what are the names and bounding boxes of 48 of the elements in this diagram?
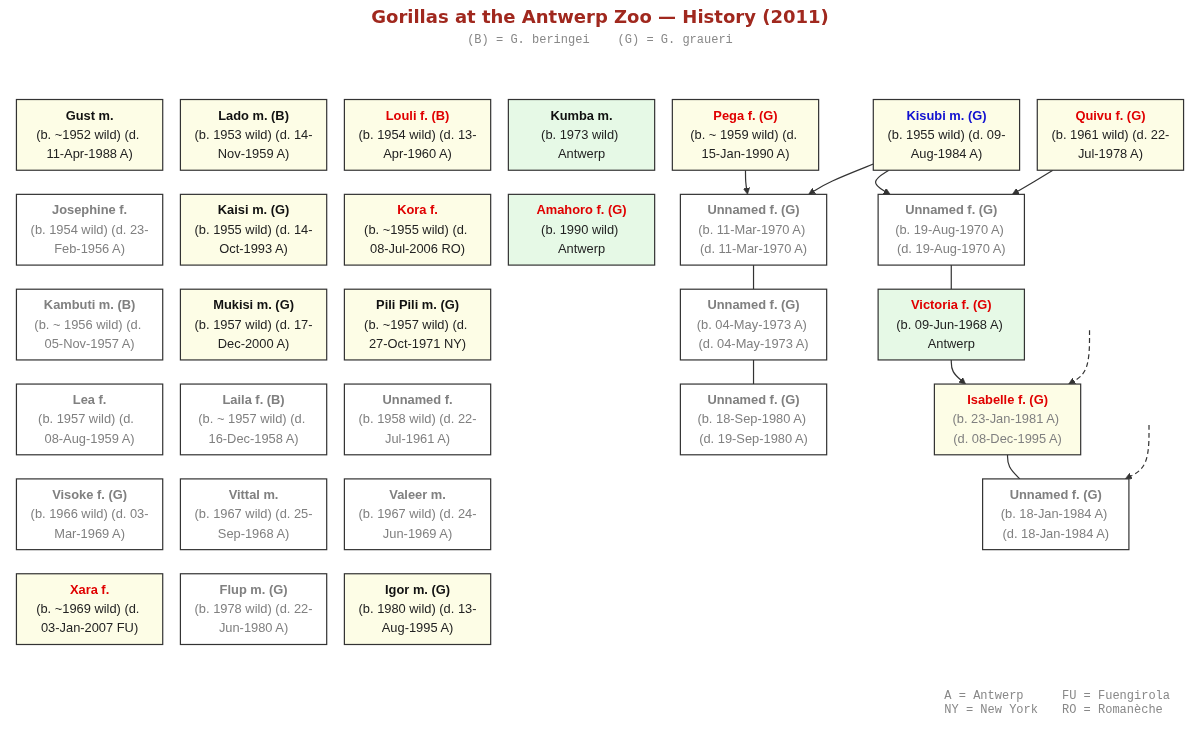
node-box: Pega f. (G) (b. ~ 1959 wild) (d. 15-Jan-1990 A) — [671, 98, 820, 171]
node-box: Flup m. (G) (b. 1978 wild) (d. 22-Jun-1980 A) — [179, 573, 328, 646]
connector — [1006, 454, 1021, 480]
arrow — [1125, 424, 1150, 480]
node-box: Laila f. (B) (b. ~ 1957 wild) (d. 16-Dec-1958 A) — [179, 383, 328, 456]
node-box: Unnamed f. (G) (b. 18-Sep-1980 A) (d. 19-Sep-1980 A) — [679, 383, 828, 456]
note: FU = Fuengirola — [1061, 689, 1170, 703]
arrow — [1012, 169, 1054, 195]
arrow — [742, 169, 750, 195]
node-box: Valeer m. (b. 1967 wild) (d. 24-Jun-1969 A) — [343, 478, 492, 551]
node-box: Josephine f. (b. 1954 wild) (d. 23-Feb-1956 A) — [15, 193, 164, 266]
node-box: Gust m. (b. ~1952 wild) (d. 11-Apr-1988 A) — [15, 98, 164, 171]
connector — [950, 264, 952, 290]
note: RO = Romanèche — [1061, 703, 1164, 717]
node-box: Lea f. (b. 1957 wild) (d. 08-Aug-1959 A) — [15, 383, 164, 456]
arrow — [1068, 329, 1091, 385]
node-box: Unnamed f. (G) (b. 11-Mar-1970 A) (d. 11-Mar-1970 A) — [679, 193, 828, 266]
node-box: Mukisi m. (G) (b. 1957 wild) (d. 17-Dec-2000 A) — [179, 288, 328, 361]
node-box: Kumba m. (b. 1973 wild) Antwerp — [507, 98, 656, 171]
node-box: Louli f. (B) (b. 1954 wild) (d. 13-Apr-1960 A) — [343, 98, 492, 171]
arrow — [808, 163, 874, 195]
title: Gorillas at the Antwerp Zoo — History (2011) — [371, 6, 829, 27]
node-box: Igor m. (G) (b. 1980 wild) (d. 13-Aug-1995 A) — [343, 573, 492, 646]
node-box: Kambuti m. (B) (b. ~ 1956 wild) (d. 05-Nov-1957 A) — [15, 288, 164, 361]
node-box: Vittal m. (b. 1967 wild) (d. 25-Sep-1968 A) — [179, 478, 328, 551]
node-box: Xara f. (b. ~1969 wild) (d. 03-Jan-2007 FU) — [15, 573, 164, 646]
connector — [752, 359, 755, 385]
node-box: Unnamed f. (G) (b. 18-Jan-1984 A) (d. 18-Jan-1984 A) — [982, 478, 1130, 551]
arrow — [950, 359, 966, 385]
node-box: Lado m. (B) (b. 1953 wild) (d. 14-Nov-1959 A) — [179, 98, 328, 171]
node-box: Kaisi m. (G) (b. 1955 wild) (d. 14-Oct-1993 A) — [179, 193, 328, 266]
node-box: Unnamed f. (G) (b. 19-Aug-1970 A) (d. 19-Aug-1970 A) — [877, 193, 1025, 266]
node-box: Visoke f. (G) (b. 1966 wild) (d. 03-Mar-1969 A) — [15, 478, 164, 551]
node-box: Unnamed f. (b. 1958 wild) (d. 22-Jul-1961 A) — [343, 383, 492, 456]
node-box: Kisubi m. (G) (b. 1955 wild) (d. 09-Aug-1984 A) — [872, 98, 1021, 171]
note: A = Antwerp — [944, 689, 1025, 703]
node-box: Quivu f. (G) (b. 1961 wild) (d. 22-Jul-1978 A) — [1036, 98, 1185, 171]
node-box: Amahoro f. (G) (b. 1990 wild) Antwerp — [507, 193, 656, 266]
arrow — [874, 169, 891, 195]
node-box: Kora f. (b. ~1955 wild) (d. 08-Jul-2006 RO) — [343, 193, 492, 266]
node-box: Pili Pili m. (G) (b. ~1957 wild) (d. 27-Oct-1971 NY) — [343, 288, 492, 361]
connector — [752, 264, 755, 290]
note: (G) = G. graueri — [617, 33, 733, 47]
node-box: Unnamed f. (G) (b. 04-May-1973 A) (d. 04-May-1973 A) — [679, 288, 828, 361]
node-box: Victoria f. (G) (b. 09-Jun-1968 A) Antwerp — [877, 288, 1025, 361]
note: NY = New York — [944, 703, 1038, 717]
node-box: Isabelle f. (G) (b. 23-Jan-1981 A) (d. 08-Dec-1995 A) — [933, 383, 1082, 456]
note: (B) = G. beringei — [467, 33, 590, 47]
